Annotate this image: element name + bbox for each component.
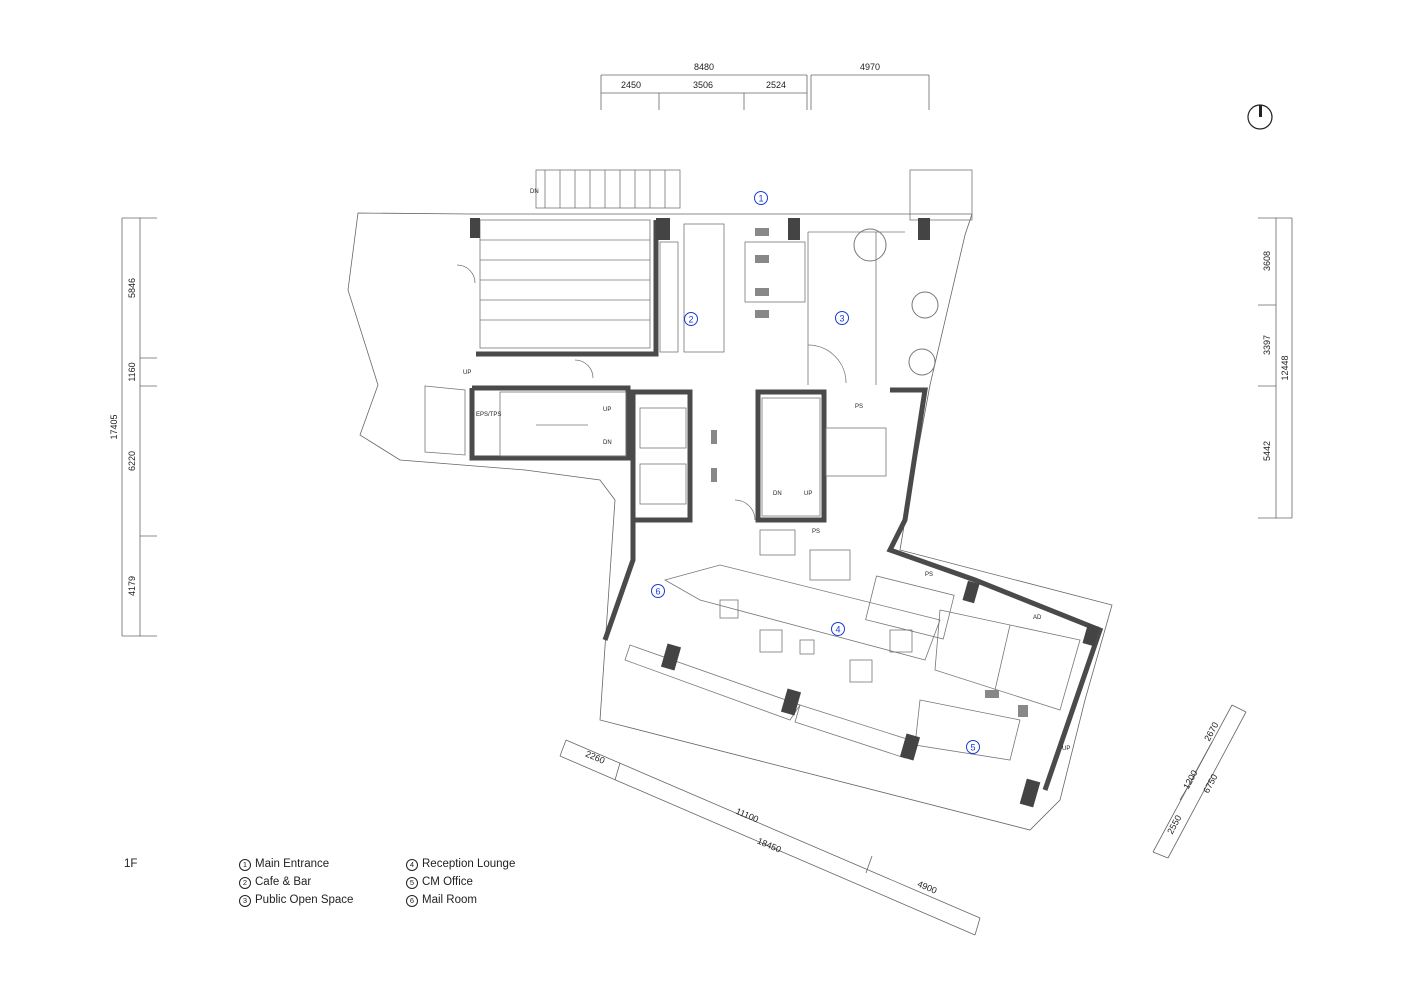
svg-text:6220: 6220 (127, 451, 137, 471)
svg-text:DN: DN (603, 440, 612, 446)
svg-text:UP: UP (804, 491, 812, 497)
svg-text:EPS/TPS: EPS/TPS (476, 412, 501, 418)
escalator-block (479, 219, 651, 349)
bar-counter (683, 223, 725, 353)
svg-text:18450: 18450 (756, 836, 783, 855)
svg-text:5846: 5846 (127, 278, 137, 298)
wall-upper (476, 220, 659, 357)
svg-text:AD: AD (1033, 615, 1042, 621)
room-marker-3: 3 (835, 311, 849, 325)
svg-text:4: 4 (835, 625, 840, 635)
room-marker-1: 1 (754, 191, 768, 205)
wall-west (602, 522, 636, 641)
svg-text:2450: 2450 (621, 80, 641, 90)
svg-text:5: 5 (970, 743, 975, 753)
number-circle-icon: 2 (239, 877, 251, 889)
number-circle-icon: 1 (239, 859, 251, 871)
site-outline (347, 212, 1113, 831)
svg-text:DN: DN (530, 189, 539, 195)
svg-text:2550: 2550 (1165, 813, 1183, 835)
svg-text:5442: 5442 (1262, 441, 1272, 461)
room-marker-5: 5 (966, 740, 980, 754)
svg-text:1: 1 (758, 194, 763, 204)
wall-elev-left (630, 389, 693, 523)
room-markers: 1 2 3 4 5 6 (651, 191, 980, 754)
room-marker-2: 2 (684, 312, 698, 326)
number-circle-icon: 3 (239, 895, 251, 907)
svg-text:2524: 2524 (766, 80, 786, 90)
svg-text:2260: 2260 (584, 749, 606, 766)
svg-text:PS: PS (812, 529, 820, 535)
svg-text:12448: 12448 (1280, 355, 1290, 380)
svg-text:3: 3 (839, 314, 844, 324)
svg-text:PS: PS (925, 572, 933, 578)
svg-text:4970: 4970 (860, 62, 880, 72)
number-circle-icon: 4 (406, 859, 418, 871)
number-circle-icon: 5 (406, 877, 418, 889)
svg-text:6: 6 (655, 587, 660, 597)
svg-text:3397: 3397 (1262, 335, 1272, 355)
north-compass-icon (1247, 104, 1273, 130)
svg-text:3608: 3608 (1262, 251, 1272, 271)
wall-stair-right (755, 389, 827, 523)
plan-tags: DN UP EPS/TPS UP DN DN UP PS PS PS AD UP (463, 189, 1070, 752)
svg-text:4179: 4179 (127, 576, 137, 596)
svg-text:4900: 4900 (916, 879, 938, 896)
svg-text:UP: UP (1062, 746, 1070, 752)
wall-east (886, 387, 1104, 791)
dimension-labels: 8480 2450 3506 2524 4970 17405 5846 1160… (109, 62, 1290, 896)
svg-text:DN: DN (773, 491, 782, 497)
number-circle-icon: 6 (406, 895, 418, 907)
svg-text:3506: 3506 (693, 80, 713, 90)
svg-text:6750: 6750 (1201, 772, 1219, 794)
lounge-seating (663, 564, 941, 661)
column (470, 218, 480, 238)
svg-text:PS: PS (855, 404, 863, 410)
svg-text:17405: 17405 (109, 414, 119, 439)
entrance-stair (535, 169, 681, 209)
svg-text:UP: UP (603, 407, 611, 413)
room-marker-4: 4 (831, 622, 845, 636)
wall-core-left (469, 385, 631, 461)
svg-text:UP: UP (463, 370, 471, 376)
floor-label: 1F (124, 858, 138, 870)
svg-text:8480: 8480 (694, 62, 714, 72)
svg-text:11100: 11100 (734, 806, 760, 824)
room-marker-6: 6 (651, 584, 665, 598)
svg-text:1160: 1160 (127, 362, 137, 381)
svg-text:1200: 1200 (1181, 768, 1199, 790)
svg-text:2: 2 (688, 315, 693, 325)
